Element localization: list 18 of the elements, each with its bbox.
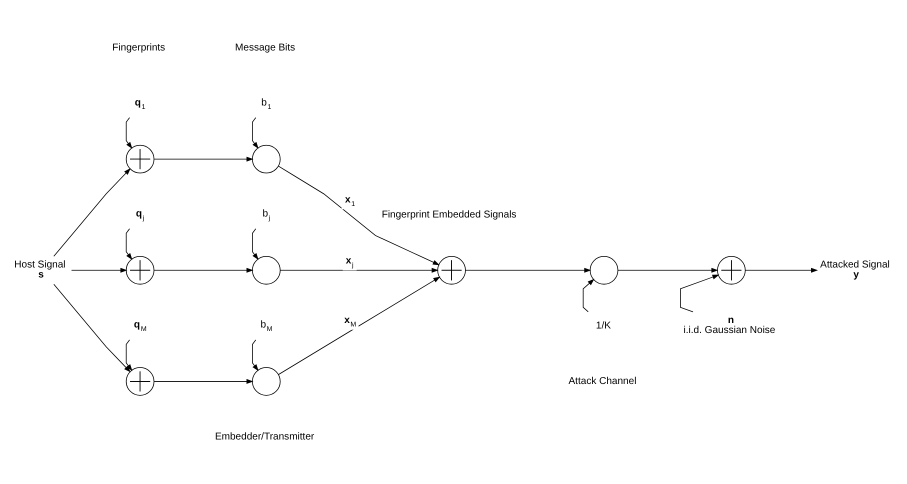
label: Fingerprint Embedded Signals xyxy=(382,208,516,220)
label: Embedder/Transmitter xyxy=(214,431,314,442)
edge-label: x$_{M}$ xyxy=(344,314,356,328)
edge-label: x$_{1}$ xyxy=(345,194,356,208)
label: Attack Channel xyxy=(568,376,636,387)
edge-label: x$_{j}$ xyxy=(346,255,354,269)
node-text: n i.i.d. Gaussian Noise xyxy=(684,314,776,336)
node-text: Attacked Signal y xyxy=(820,259,890,280)
node-text: q$_{M}$ xyxy=(134,319,147,333)
label: Fingerprints xyxy=(112,42,166,54)
node-text: Host Signal s xyxy=(14,259,66,280)
node-text: q$_{j}$ xyxy=(136,208,144,222)
node-text: b$_{M}$ xyxy=(260,319,272,333)
node-text: q$_{1}$ xyxy=(134,96,146,110)
node-text: 1/K xyxy=(596,320,611,331)
node-text: b$_{1}$ xyxy=(261,96,272,110)
node-text: b$_{j}$ xyxy=(262,208,270,222)
label: Message Bits xyxy=(235,42,296,54)
